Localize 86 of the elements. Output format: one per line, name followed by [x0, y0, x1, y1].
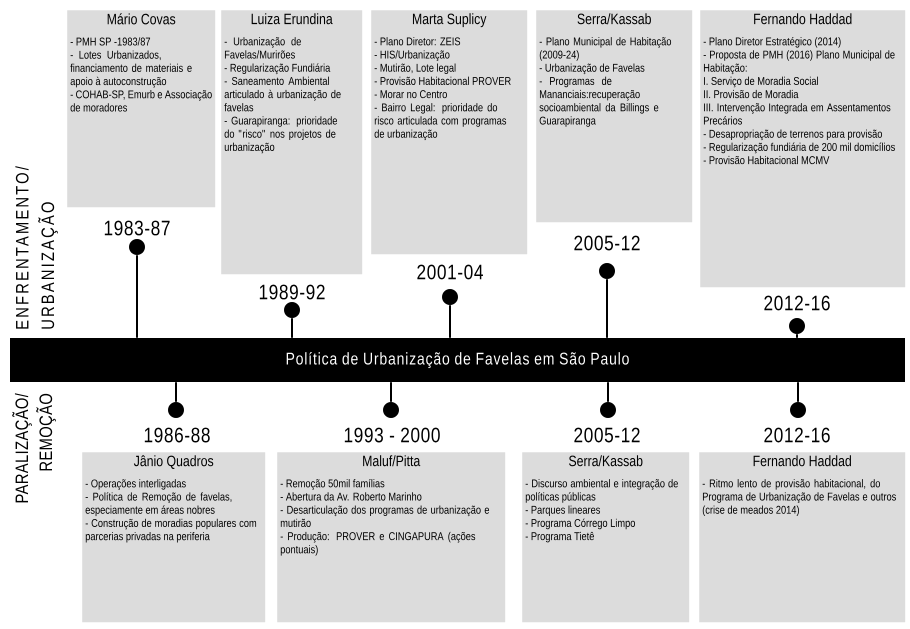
- bullet-text: - PMH SP -1983/87: [70, 37, 150, 46]
- bullet-text: - HIS/Urbanização: [374, 50, 450, 61]
- bullet-text: - Produção: PROVER e CINGAPURA (ações pontuais): [280, 532, 476, 556]
- box-heading: Mário Covas: [108, 13, 176, 24]
- text-box: [700, 10, 906, 288]
- text-box: [67, 10, 216, 208]
- year-label: 2012-16: [764, 296, 830, 310]
- bullet-text: - Plano Municipal de Habitação (2009-24): [540, 37, 672, 61]
- stem-line: [797, 382, 799, 402]
- year-label: 1993 - 2000: [344, 428, 440, 442]
- bullet-text: - Regularização Fundiária: [224, 63, 330, 74]
- timeline-dot: [168, 402, 184, 418]
- bullet-text: - Plano Diretor: ZEIS: [374, 37, 460, 46]
- text-box: [221, 10, 362, 274]
- text-box: [536, 10, 692, 222]
- box-heading: Fernando Haddad: [754, 13, 852, 24]
- bullet-text: - Construção de moradias populares com parcerias privadas na periferia: [86, 518, 256, 542]
- bullet-text: - Urbanização de Favelas/Murirões: [224, 37, 301, 59]
- bullet-text: - Bairro Legal: prioridade do risco articulada com programas de urbanização: [374, 103, 506, 140]
- year-label: 1986-88: [144, 428, 210, 442]
- timeline-dot: [129, 239, 145, 255]
- timeline-bar: Política de Urbanização de Favelas em São Paulo: [10, 338, 905, 382]
- stem-line: [291, 318, 293, 338]
- bullet-text: - Operações interligadas: [86, 479, 186, 490]
- stem-line: [390, 382, 392, 402]
- year-label: 2012-16: [764, 428, 830, 442]
- timeline-dot: [790, 402, 806, 418]
- bullet-text: II. Provisão de Moradia: [704, 90, 798, 98]
- year-label: 2005-12: [574, 428, 640, 442]
- timeline-dot: [442, 289, 458, 305]
- bullet-text: - Regularização fundiária de 200 mil domicílios: [704, 142, 895, 154]
- stem-line: [606, 279, 608, 338]
- bullet-text: - COHAB-SP, Emurb e Associação de moradores: [70, 90, 212, 112]
- text-box: [699, 452, 906, 622]
- box-heading: Luiza Erundina: [252, 13, 333, 24]
- stem-line: [607, 382, 609, 402]
- bullet-text: - Abertura da Av. Roberto Marinho: [280, 492, 422, 501]
- bullet-text: - Política de Remoção de favelas, especiamente em áreas nobres: [86, 492, 232, 516]
- box-heading: Fernando Haddad: [754, 455, 851, 466]
- bullet-text: III. Intervenção Integrada em Assentamentos Precários: [704, 103, 890, 125]
- text-box: [82, 452, 266, 622]
- year-label: 1983-87: [104, 220, 170, 236]
- timeline-dot: [383, 402, 399, 418]
- bullet-text: - Guarapiranga: prioridade do "risco" nos projetos de urbanização: [224, 116, 338, 154]
- year-label: 2005-12: [574, 236, 640, 250]
- bullet-text: - Saneamento Ambiental articulado à urbanização de favelas: [224, 76, 341, 112]
- bullet-text: I. Serviço de Moradia Social: [704, 76, 818, 88]
- box-heading: Jânio Quadros: [134, 455, 214, 469]
- side-label: REMOÇÃO: [36, 394, 56, 470]
- bullet-text: - Programa Córrego Limpo: [526, 518, 635, 530]
- side-label: ENFRENTAMENTO/: [15, 166, 29, 329]
- bullet-text: - Provisão Habitacional PROVER: [374, 76, 511, 85]
- bullet-text: - Plano Diretor Estratégico (2014): [704, 36, 841, 48]
- text-box: [522, 452, 690, 622]
- box-heading: Serra/Kassab: [569, 455, 642, 466]
- bullet-text: - Urbanização de Favelas: [540, 63, 644, 74]
- timeline-dot: [599, 263, 615, 279]
- year-label: 1989-92: [260, 284, 325, 300]
- bullet-text: - Desapropriação de terrenos para provisão: [704, 129, 882, 140]
- timeline-dot: [284, 302, 300, 318]
- timeline-dot: [789, 318, 805, 334]
- bullet-text: - Lotes Urbanizados, financiamento de materiais e apoio à autoconstrução: [70, 50, 192, 88]
- bullet-text: - Provisão Habitacional MCMV: [704, 156, 830, 164]
- stem-line: [136, 255, 138, 338]
- bullet-text: - Remoção 50mil famílias: [280, 478, 384, 490]
- bullet-text: - Morar no Centro: [374, 90, 447, 98]
- bullet-text: - Mutirão, Lote legal: [374, 63, 456, 74]
- text-box: [277, 452, 506, 622]
- bullet-text: - Desarticulação dos programas de urbanização e mutirão: [280, 506, 490, 527]
- stem-line: [449, 305, 451, 338]
- bullet-text: - Parques lineares: [526, 506, 600, 516]
- bullet-text: - Ritmo lento de provisão habitacional, do Programa de Urbanização de Favelas e outros (crise de meados 2014): [702, 479, 896, 516]
- timeline-dot: [600, 402, 616, 418]
- bullet-text: - Proposta de PMH (2016) Plano Municipal de Habitação:: [704, 50, 895, 74]
- box-heading: Serra/Kassab: [578, 13, 651, 24]
- stem-line: [796, 334, 798, 338]
- bullet-text: - Programas de Mananciais:recuperação socioambiental da Billings e Guarapiranga: [539, 76, 658, 127]
- stem-line: [175, 382, 177, 402]
- box-heading: Maluf/Pitta: [363, 455, 420, 466]
- text-box: [371, 10, 528, 254]
- side-label: PARALIZAÇÃO/: [12, 393, 32, 502]
- bullet-text: - Discurso ambiental e integração de políticas públicas: [526, 479, 678, 503]
- side-label: URBANIZAÇÃO: [38, 202, 58, 329]
- bullet-text: - Programa Tietê: [526, 532, 594, 542]
- year-label: 2001-04: [417, 264, 483, 280]
- box-heading: Marta Suplicy: [412, 13, 486, 28]
